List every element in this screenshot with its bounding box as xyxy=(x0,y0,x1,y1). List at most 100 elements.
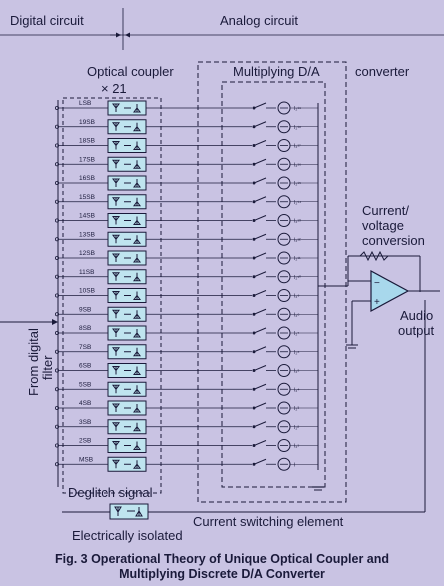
switch-icon xyxy=(253,458,267,465)
switch-icon xyxy=(253,440,267,446)
switch-icon xyxy=(253,271,267,278)
optocoupler-icon xyxy=(112,234,141,244)
switch-icon xyxy=(253,421,267,428)
current-voltage-label-1: Current/ xyxy=(362,203,409,218)
current-value-label: I₂¹ xyxy=(294,444,299,450)
bit-label: 12SB xyxy=(79,250,95,257)
current-value-label: I xyxy=(294,462,295,468)
bit-label: 8SB xyxy=(79,325,91,332)
from-digital-filter-label-2: filter xyxy=(40,355,55,380)
optocoupler-icon xyxy=(112,141,141,150)
from-digital-filter-label-1: From digital xyxy=(26,328,41,396)
switch-icon xyxy=(253,327,267,334)
current-value-label: I₂¹⁰ xyxy=(294,275,301,281)
input-terminal xyxy=(55,237,60,242)
current-value-label: I₂⁶ xyxy=(294,350,299,356)
optocoupler-icon xyxy=(112,216,141,225)
bit-label: 16SB xyxy=(79,175,95,182)
electrically-isolated-label: Electrically isolated xyxy=(72,528,183,543)
audio-output-label-2: output xyxy=(398,323,435,338)
input-terminal xyxy=(55,143,60,148)
bit-label: 5SB xyxy=(79,381,91,388)
current-value-label: I₂⁷ xyxy=(294,331,299,337)
current-voltage-label-2: voltage xyxy=(362,218,404,233)
caption-line-1: Fig. 3 Operational Theory of Unique Opti… xyxy=(54,552,390,566)
bit-label: LSB xyxy=(79,100,91,107)
deglitch-signal-label: Deglitch signal xyxy=(68,485,153,500)
analog-circuit-label: Analog circuit xyxy=(220,13,298,28)
figure-caption: Fig. 3 Operational Theory of Unique Opti… xyxy=(0,552,444,582)
bit-label: 9SB xyxy=(79,306,91,313)
input-terminal xyxy=(55,443,60,448)
input-terminal xyxy=(55,387,60,392)
input-terminal xyxy=(55,255,60,260)
current-value-label: I₂¹⁴ xyxy=(294,200,301,206)
bit-label: 14SB xyxy=(79,213,95,220)
switch-icon xyxy=(253,308,267,315)
current-value-label: I₂¹⁵ xyxy=(294,181,301,187)
bit-label: 18SB xyxy=(79,138,95,145)
optocoupler-icon xyxy=(112,253,141,263)
optocoupler-icon xyxy=(112,272,141,282)
svg-text:+: + xyxy=(374,297,380,308)
current-value-label: I₂⁸ xyxy=(294,312,299,318)
digital-circuit-label: Digital circuit xyxy=(10,13,84,28)
bit-label: 19SB xyxy=(79,119,95,126)
current-value-label: I₂¹⁷ xyxy=(294,144,301,150)
input-terminal xyxy=(55,349,60,354)
input-terminal xyxy=(55,424,60,429)
bit-label: 7SB xyxy=(79,344,91,351)
deglitch-coupler xyxy=(109,503,149,520)
coupler-count-label: × 21 xyxy=(101,81,127,96)
current-value-label: I₂⁴ xyxy=(294,387,299,393)
switch-icon xyxy=(253,233,267,240)
optocoupler-icon xyxy=(112,422,141,432)
current-value-label: I₂¹⁸ xyxy=(294,125,301,131)
svg-text:−: − xyxy=(374,278,380,289)
switch-icon xyxy=(253,158,267,165)
optocoupler-icon xyxy=(112,178,141,188)
optical-coupler-label: Optical coupler xyxy=(87,64,174,79)
optocoupler-icon xyxy=(112,459,141,469)
input-terminal xyxy=(55,162,60,167)
bit-label: 10SB xyxy=(79,288,95,295)
input-terminal xyxy=(55,199,60,204)
bit-label: 3SB xyxy=(79,419,91,426)
current-value-label: I₂⁵ xyxy=(294,369,299,375)
switch-icon xyxy=(253,290,267,296)
input-terminal xyxy=(55,106,60,111)
switch-icon xyxy=(253,402,267,409)
audio-output-label-1: Audio xyxy=(400,308,433,323)
bit-label: 4SB xyxy=(79,400,91,407)
bit-label: 2SB xyxy=(79,438,91,445)
switch-icon xyxy=(253,365,267,371)
bit-label: 17SB xyxy=(79,156,95,163)
optocoupler-icon xyxy=(112,366,141,375)
current-value-label: I₂¹² xyxy=(294,237,301,243)
input-terminal xyxy=(55,293,60,298)
optocoupler-icon xyxy=(112,441,141,450)
current-value-label: I₂¹¹ xyxy=(294,256,301,262)
converter-label: converter xyxy=(355,64,410,79)
switch-icon xyxy=(253,252,267,259)
switch-icon xyxy=(253,121,267,128)
optocoupler-icon xyxy=(112,347,141,357)
optocoupler-icon xyxy=(112,291,141,300)
op-amp: − + xyxy=(346,250,440,349)
switch-icon xyxy=(253,383,267,390)
optocoupler-icon xyxy=(112,403,141,413)
switch-icon xyxy=(253,140,267,146)
input-terminal xyxy=(55,330,60,335)
input-terminal xyxy=(55,274,60,279)
input-terminal xyxy=(55,405,60,410)
current-value-label: I₂¹⁶ xyxy=(294,162,301,168)
current-value-label: I₂¹⁹ xyxy=(294,106,301,112)
input-terminal xyxy=(55,368,60,373)
optocoupler-icon xyxy=(112,159,141,169)
bit-rows: LSB I₂¹⁹ 19SB I₂¹⁸ 18SB I₂¹⁷ 17SB I₂¹⁶ 16SB I₂¹⁵ 1… xyxy=(55,100,318,472)
current-voltage-label-3: conversion xyxy=(362,233,425,248)
current-value-label: I₂² xyxy=(294,425,299,431)
bit-label: 11SB xyxy=(79,269,94,276)
multiplying-da-label: Multiplying D/A xyxy=(233,64,320,79)
optocoupler-icon xyxy=(112,328,141,338)
